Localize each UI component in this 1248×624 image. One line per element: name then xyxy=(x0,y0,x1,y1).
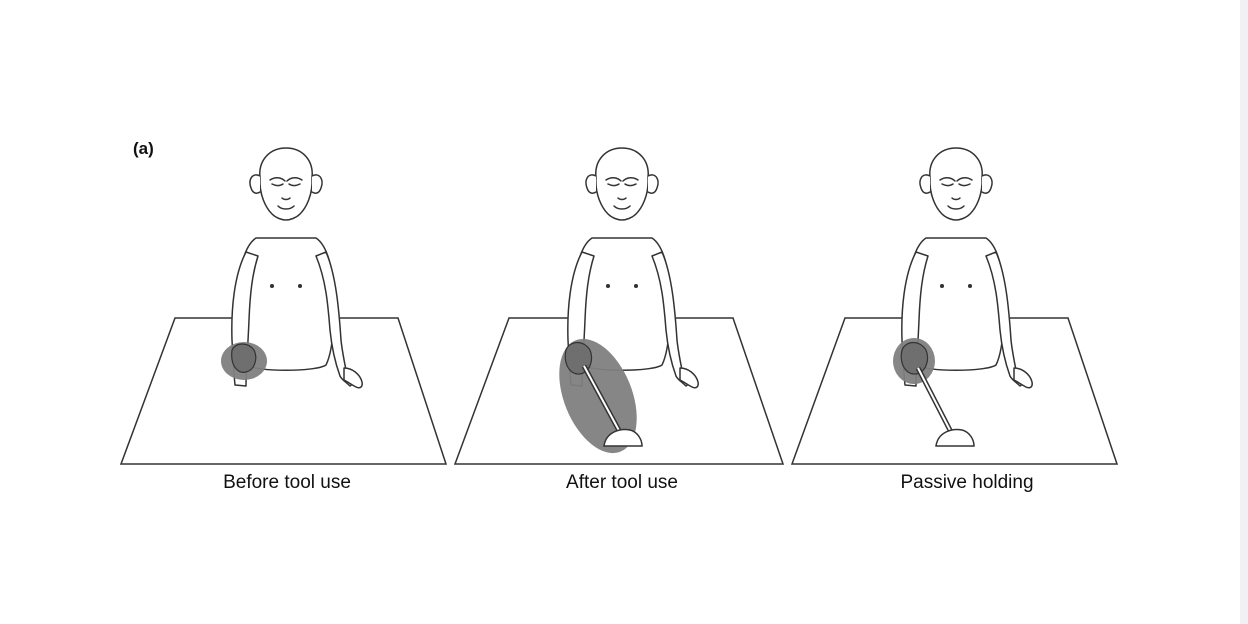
rake-tool-head xyxy=(603,428,643,447)
panel-label: (a) xyxy=(133,139,154,158)
left-hand xyxy=(231,343,257,373)
caption-after-tool-use: After tool use xyxy=(566,472,678,493)
panel-after-tool-use xyxy=(453,147,785,465)
caption-passive-holding: Passive holding xyxy=(900,472,1034,493)
left-hand xyxy=(900,341,929,375)
rake-tool-head xyxy=(935,428,975,447)
panel-before-tool-use xyxy=(119,147,448,465)
caption-before-tool-use: Before tool use xyxy=(223,472,351,493)
panel-passive-holding xyxy=(790,147,1119,465)
scroll-edge xyxy=(1240,0,1248,624)
